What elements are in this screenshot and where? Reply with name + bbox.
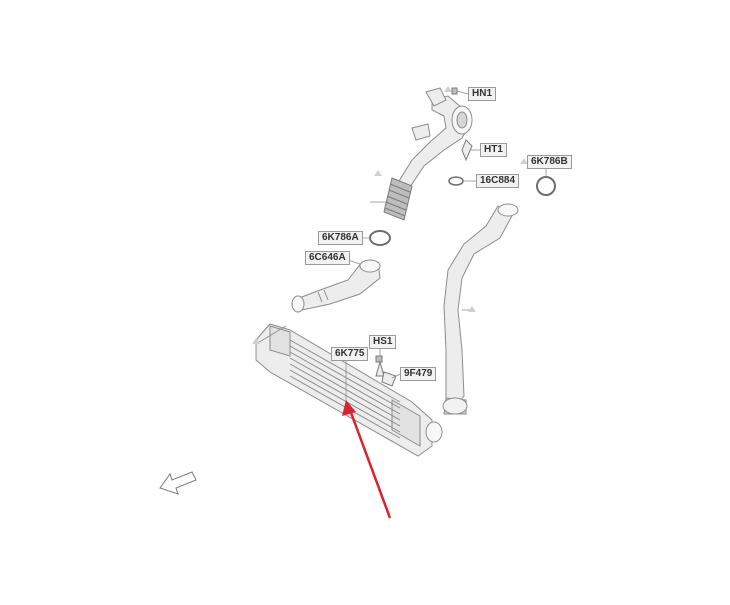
reference-markers — [252, 86, 528, 344]
fitting-hn1 — [451, 87, 458, 95]
label-hn1: HN1 — [468, 87, 497, 101]
bracket-9f479 — [381, 371, 397, 387]
label-ht1: HT1 — [480, 143, 507, 157]
label-6k786a: 6K786A — [318, 231, 363, 245]
clamp-6k786a — [369, 230, 391, 246]
label-6c646a: 6C646A — [305, 251, 350, 265]
clamp-6k786b — [536, 176, 556, 196]
intercooler-6k775 — [255, 323, 443, 457]
clip-16c884 — [448, 176, 464, 186]
bolt-hs1 — [375, 355, 385, 377]
front-direction-arrow-icon — [159, 471, 197, 495]
pipe-bellows — [383, 177, 413, 221]
label-6k786b: 6K786B — [527, 155, 572, 169]
label-hs1: HS1 — [369, 335, 397, 349]
label-9f479: 9F479 — [400, 367, 437, 381]
label-16c884: 16C884 — [476, 174, 520, 188]
label-6k775: 6K775 — [331, 347, 369, 361]
indicator-arrow — [342, 400, 392, 519]
intake-hose-6c646a — [291, 259, 381, 313]
lower-charge-hose — [442, 203, 519, 415]
tie-ht1 — [461, 139, 473, 162]
